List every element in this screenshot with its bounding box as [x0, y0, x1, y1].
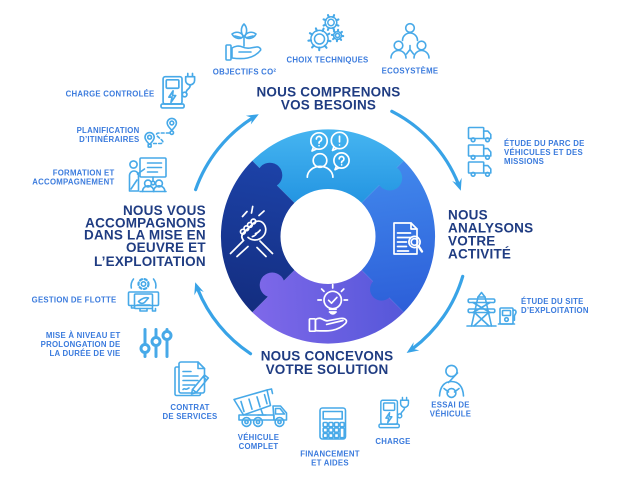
svg-text:ANALYSONS: ANALYSONS: [448, 221, 533, 236]
svg-text:ACTIVITÉ: ACTIVITÉ: [448, 247, 511, 262]
svg-text:VÉHICULE: VÉHICULE: [238, 433, 279, 442]
svg-text:ECOSYSTÈME: ECOSYSTÈME: [382, 67, 439, 76]
svg-text:VOTRE: VOTRE: [448, 234, 496, 249]
svg-text:GESTION DE FLOTTE: GESTION DE FLOTTE: [32, 296, 117, 305]
svg-text:LA DURÉE DE VIE: LA DURÉE DE VIE: [49, 349, 120, 358]
svg-text:FINANCEMENT: FINANCEMENT: [300, 450, 360, 459]
svg-text:MISE À NIVEAU ET: MISE À NIVEAU ET: [46, 331, 121, 340]
svg-text:OBJECTIFS CO²: OBJECTIFS CO²: [213, 68, 277, 77]
svg-text:CHOIX TECHNIQUES: CHOIX TECHNIQUES: [287, 56, 369, 65]
svg-text:PLANIFICATION: PLANIFICATION: [77, 126, 140, 135]
svg-text:ÉTUDE DU PARC DE: ÉTUDE DU PARC DE: [504, 139, 585, 148]
svg-text:DE SERVICES: DE SERVICES: [162, 412, 217, 421]
svg-text:OEUVRE ET: OEUVRE ET: [126, 240, 206, 255]
svg-text:CHARGE CONTROLÉE: CHARGE CONTROLÉE: [66, 90, 155, 99]
svg-text:MISSIONS: MISSIONS: [504, 157, 544, 166]
svg-text:ESSAI DE: ESSAI DE: [431, 401, 469, 410]
svg-text:CONTRAT: CONTRAT: [170, 403, 209, 412]
svg-text:ET AIDES: ET AIDES: [311, 459, 349, 468]
svg-text:COMPLET: COMPLET: [239, 442, 279, 451]
svg-text:PROLONGATION DE: PROLONGATION DE: [41, 340, 121, 349]
svg-text:VÉHICULE: VÉHICULE: [430, 410, 471, 419]
svg-text:CHARGE: CHARGE: [375, 437, 410, 446]
svg-text:ÉTUDE DU SITE: ÉTUDE DU SITE: [521, 297, 584, 306]
svg-text:NOUS VOUS: NOUS VOUS: [123, 203, 206, 218]
svg-text:DANS LA MISE EN: DANS LA MISE EN: [84, 228, 206, 243]
svg-text:FORMATION ET: FORMATION ET: [53, 169, 115, 178]
svg-text:VOTRE SOLUTION: VOTRE SOLUTION: [266, 362, 389, 377]
svg-text:D’ITINÉRAIRES: D’ITINÉRAIRES: [79, 135, 139, 144]
svg-text:NOUS COMPRENONS: NOUS COMPRENONS: [256, 85, 400, 100]
svg-text:NOUS CONCEVONS: NOUS CONCEVONS: [261, 349, 394, 364]
svg-text:ACCOMPAGNEMENT: ACCOMPAGNEMENT: [32, 178, 114, 187]
svg-text:VOS BESOINS: VOS BESOINS: [281, 98, 376, 113]
svg-text:NOUS: NOUS: [448, 208, 488, 223]
svg-text:D’EXPLOITATION: D’EXPLOITATION: [521, 306, 589, 315]
svg-text:ACCOMPAGNONS: ACCOMPAGNONS: [85, 215, 206, 230]
svg-text:VÉHICULES ET DES: VÉHICULES ET DES: [504, 148, 583, 157]
svg-text:L’EXPLOITATION: L’EXPLOITATION: [94, 254, 206, 269]
